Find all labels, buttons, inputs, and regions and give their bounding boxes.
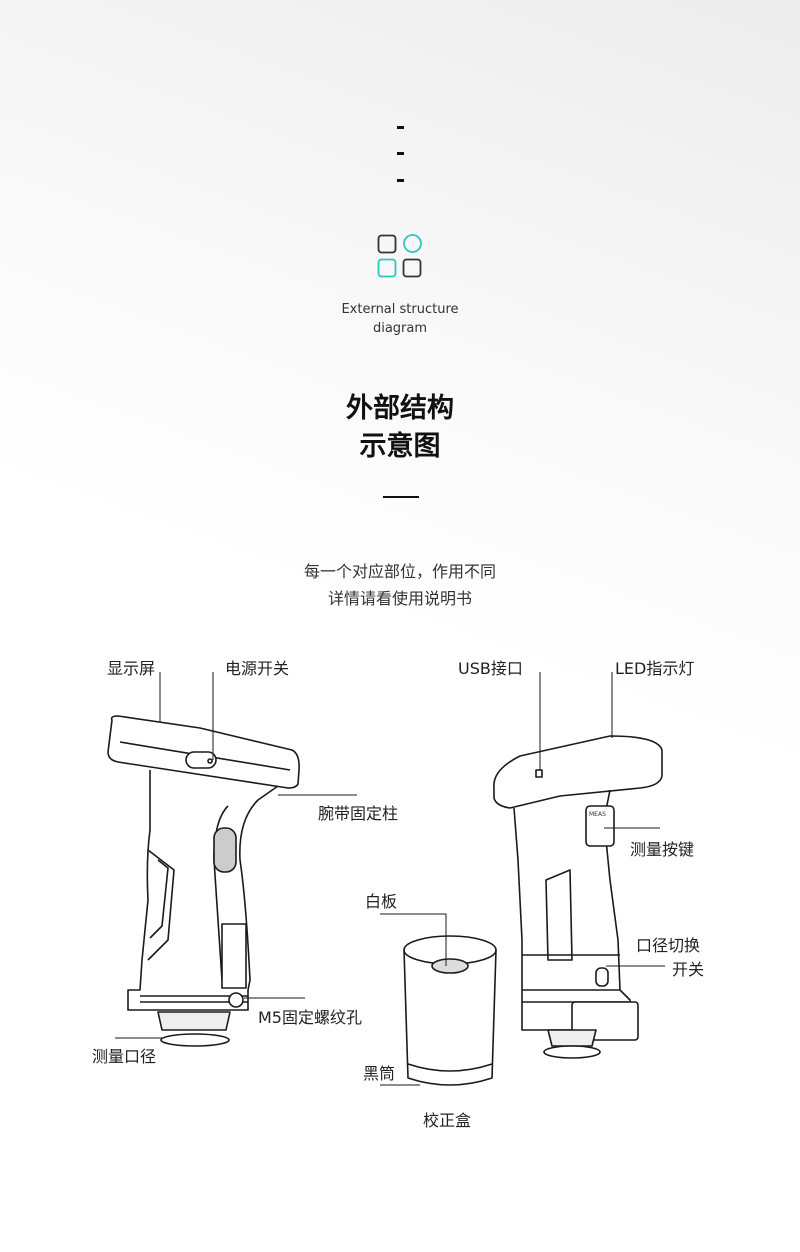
label-white-board: 白板: [365, 892, 398, 911]
label-display: 显示屏: [107, 659, 156, 678]
subtitle-line: diagram: [372, 321, 428, 336]
four-shapes-grid-icon: [377, 234, 422, 278]
label-m5-hole: M5固定螺纹孔: [258, 1008, 362, 1027]
subtitle-line: External structure: [341, 302, 459, 317]
device-side-view: [107, 715, 300, 1047]
decor-dash: [397, 179, 404, 182]
label-aperture: 测量口径: [92, 1047, 157, 1066]
label-calibration-box: 校正盒: [423, 1111, 472, 1130]
label-aperture-switch: 口径切换: [636, 936, 701, 955]
description-line: 每一个对应部位，作用不同: [303, 562, 496, 581]
device-front-view: [493, 735, 663, 1059]
label-aperture-switch-2: 开关: [672, 960, 705, 979]
description-line: 详情请看使用说明书: [327, 589, 472, 608]
label-measure-button: 测量按键: [630, 840, 695, 859]
label-led: LED指示灯: [615, 659, 695, 678]
decor-dash: [397, 152, 404, 155]
label-strap-post: 腕带固定柱: [318, 804, 399, 823]
title-line: 外部结构: [346, 393, 454, 424]
title-line: 示意图: [359, 431, 441, 462]
label-usb: USB接口: [458, 659, 523, 678]
calibration-box-drawing: [403, 935, 497, 1086]
meas-key-text: MEAS: [589, 811, 606, 818]
leader-lines: [115, 672, 665, 1086]
description: 每一个对应部位，作用不同 详情请看使用说明书: [0, 558, 800, 612]
title-divider: [383, 496, 419, 498]
page-title: 外部结构 示意图: [0, 390, 800, 466]
label-power-switch: 电源开关: [225, 659, 290, 678]
decor-dash: [397, 126, 404, 129]
subtitle-english: External structure diagram: [0, 300, 800, 338]
label-black-tube: 黑筒: [363, 1064, 396, 1083]
